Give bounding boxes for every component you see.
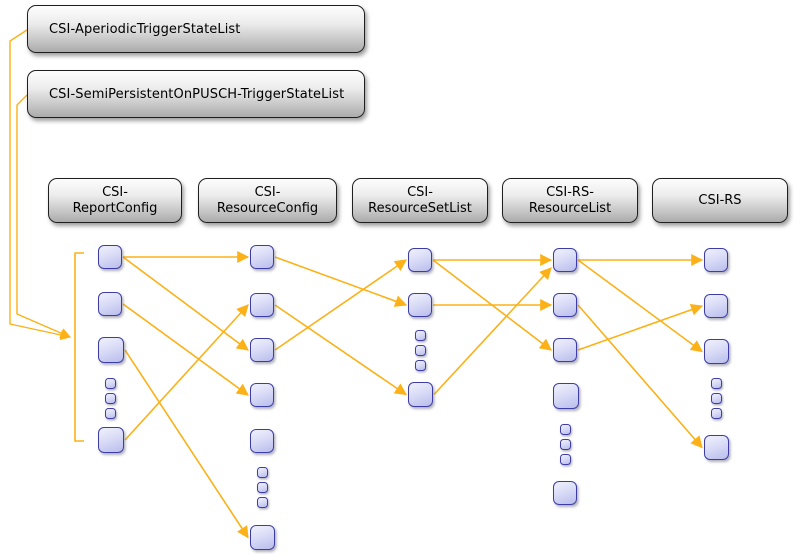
ellipsis-dot-col3	[414, 360, 426, 371]
header-csi-rs: CSI-RS	[652, 178, 788, 223]
box-label: CSI-SemiPersistentOnPUSCH-TriggerStateLi…	[49, 86, 345, 102]
ellipsis-dot-col4	[559, 424, 571, 435]
ellipsis-dot-col5	[710, 378, 722, 389]
ellipsis-dot-col1	[104, 378, 116, 389]
node-c1n1	[98, 245, 122, 269]
node-c4n5	[553, 481, 577, 505]
node-c5n3	[704, 339, 729, 364]
ellipsis-dot-col2	[256, 467, 268, 478]
node-c1n4	[98, 427, 124, 453]
node-c3n2	[408, 293, 432, 317]
header-csi-reportconfig: CSI- ReportConfig	[48, 178, 182, 223]
ellipsis-dot-col4	[559, 454, 571, 465]
node-c4n1	[553, 248, 577, 272]
header-csi-rs-resourcelist: CSI-RS- ResourceList	[502, 178, 638, 223]
ellipsis-dot-col5	[710, 408, 722, 419]
node-c4n3	[553, 338, 577, 362]
node-c1n3	[98, 337, 124, 363]
box-label: CSI-AperiodicTriggerStateList	[49, 21, 241, 37]
ellipsis-dot-col3	[414, 330, 426, 341]
node-c2n1	[250, 245, 274, 269]
ellipsis-dot-col2	[256, 482, 268, 493]
node-c2n5	[250, 429, 274, 453]
node-c1n2	[98, 292, 122, 316]
ellipsis-dot-col3	[414, 345, 426, 356]
ellipsis-dot-col1	[104, 393, 116, 404]
header-csi-resourceconfig: CSI- ResourceConfig	[198, 178, 337, 223]
box-csi-aperiodic-trigger-state-list: CSI-AperiodicTriggerStateList	[27, 5, 365, 53]
node-c3n1	[408, 248, 432, 272]
node-c4n2	[553, 293, 577, 317]
node-c2n3	[250, 338, 274, 362]
ellipsis-dot-col2	[256, 497, 268, 508]
node-c5n1	[704, 248, 728, 272]
node-c2n4	[250, 383, 274, 407]
header-csi-resourcesetlist: CSI- ResourceSetList	[352, 178, 488, 223]
node-c5n4	[704, 435, 729, 460]
node-c2n2	[250, 293, 274, 317]
box-csi-semipersistent-onpusch-trigger-state-list: CSI-SemiPersistentOnPUSCH-TriggerStateLi…	[27, 70, 365, 118]
ellipsis-dot-col5	[710, 393, 722, 404]
ellipsis-dot-col4	[559, 439, 571, 450]
node-c2n6	[250, 525, 275, 550]
node-c3n3	[408, 382, 433, 407]
ellipsis-dot-col1	[104, 408, 116, 419]
node-c5n2	[704, 294, 728, 318]
node-c4n4	[553, 383, 579, 409]
